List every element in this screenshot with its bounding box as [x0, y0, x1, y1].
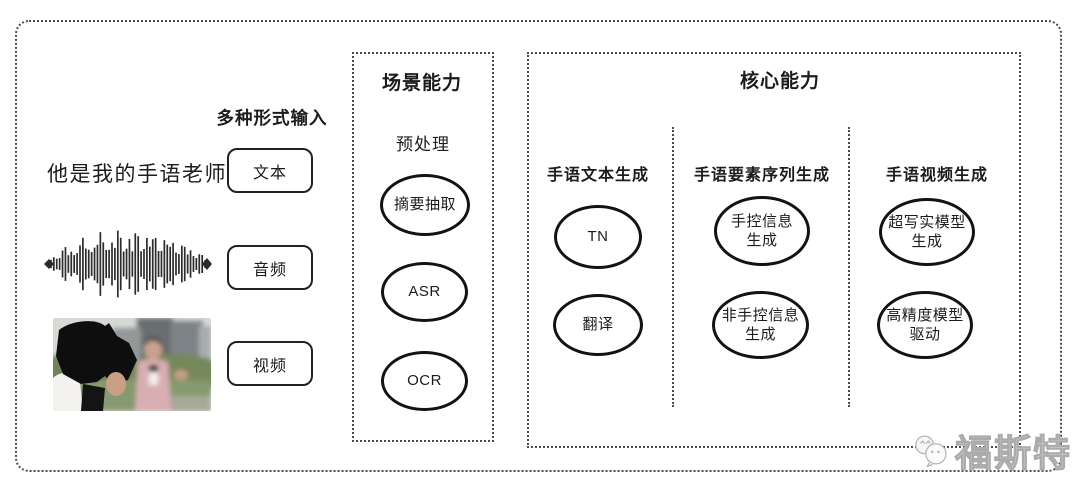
watermark-mascot-icon — [915, 435, 947, 467]
core-column-divider-2 — [848, 127, 850, 407]
column-header-sign-text-generation: 手语文本生成 — [546, 167, 650, 184]
waveform-right-cap — [202, 258, 212, 270]
node-asr: ASR — [381, 262, 468, 322]
video-still-graphic — [53, 318, 211, 411]
input-section-heading: 多种形式输入 — [216, 108, 328, 128]
watermark: 福斯特 — [912, 422, 1072, 478]
preprocessing-label: 预处理 — [396, 135, 450, 154]
node-translation: 翻译 — [553, 294, 643, 356]
core-capability-title: 核心能力 — [739, 71, 821, 92]
node-hyperrealistic-model-generation: 超写实模型 生成 — [879, 198, 975, 266]
input-type-audio-label: 音频 — [252, 261, 287, 279]
input-type-text: 文本 — [227, 148, 313, 193]
node-summary-extraction: 摘要抽取 — [380, 174, 470, 236]
node-high-precision-model-driving: 高精度模型 驱动 — [877, 291, 973, 359]
core-column-divider-1 — [672, 127, 674, 407]
reporter-video-thumbnail — [53, 318, 211, 411]
column-header-sign-video-generation: 手语视频生成 — [885, 167, 989, 184]
input-type-video-label: 视频 — [252, 357, 287, 375]
input-type-video: 视频 — [227, 341, 313, 386]
core-capability-box — [527, 52, 1021, 448]
audio-waveform-graphic — [44, 230, 212, 298]
waveform-left-cap — [44, 259, 54, 269]
scene-capability-box — [352, 52, 494, 442]
outer-dotted-frame — [15, 20, 1062, 472]
watermark-brand-text: 福斯特 — [954, 432, 1072, 474]
node-tn: TN — [554, 205, 642, 269]
node-non-manual-feature-generation: 非手控信息 生成 — [712, 291, 809, 359]
input-type-text-label: 文本 — [252, 164, 287, 182]
scene-capability-title: 场景能力 — [381, 73, 463, 94]
node-manual-feature-generation: 手控信息 生成 — [714, 196, 810, 266]
sample-input-sentence: 他是我的手语老师 — [47, 163, 227, 186]
column-header-sign-element-sequence-generation: 手语要素序列生成 — [693, 167, 831, 184]
node-ocr: OCR — [381, 351, 468, 411]
input-type-audio: 音频 — [227, 245, 313, 290]
